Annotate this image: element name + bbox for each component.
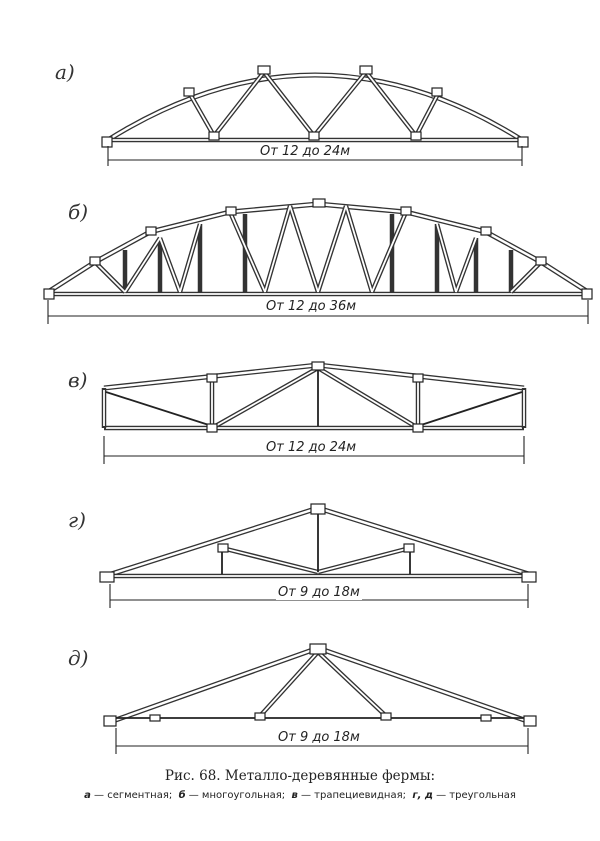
truss-d-span: От 9 до 18м — [276, 585, 362, 600]
truss-c-label: в) — [68, 368, 88, 392]
legend-text-c: трапециевидная; — [314, 790, 406, 801]
truss-c-span: От 12 до 24м — [264, 440, 359, 455]
legend-key-c: в — [291, 790, 298, 801]
truss-c-trapezoidal — [101, 361, 527, 464]
truss-e-triangular-rod — [103, 643, 537, 754]
truss-a-segmental — [101, 65, 529, 166]
legend-key-de: г, д — [412, 790, 433, 801]
truss-b-polygonal — [43, 198, 593, 324]
truss-e-span: От 9 до 18м — [276, 730, 362, 745]
truss-d-triangular — [99, 503, 537, 608]
legend-text-a: сегментная; — [107, 790, 173, 801]
figure-caption: Рис. 68. Металло-деревянные фермы: — [164, 768, 436, 784]
legend-key-b: б — [178, 790, 186, 801]
legend-text-de: треугольная — [449, 790, 516, 801]
figure-legend: а — сегментная; б — многоугольная; в — т… — [84, 790, 516, 801]
truss-a-span: От 12 до 24м — [258, 144, 353, 159]
legend-text-b: многоугольная; — [201, 790, 286, 801]
truss-b-label: б) — [68, 200, 89, 224]
truss-d-label: г) — [68, 508, 86, 532]
legend-key-a: а — [84, 790, 91, 801]
truss-b-span: От 12 до 36м — [264, 299, 359, 314]
truss-a-label: а) — [55, 60, 75, 84]
truss-e-label: д) — [68, 646, 89, 670]
